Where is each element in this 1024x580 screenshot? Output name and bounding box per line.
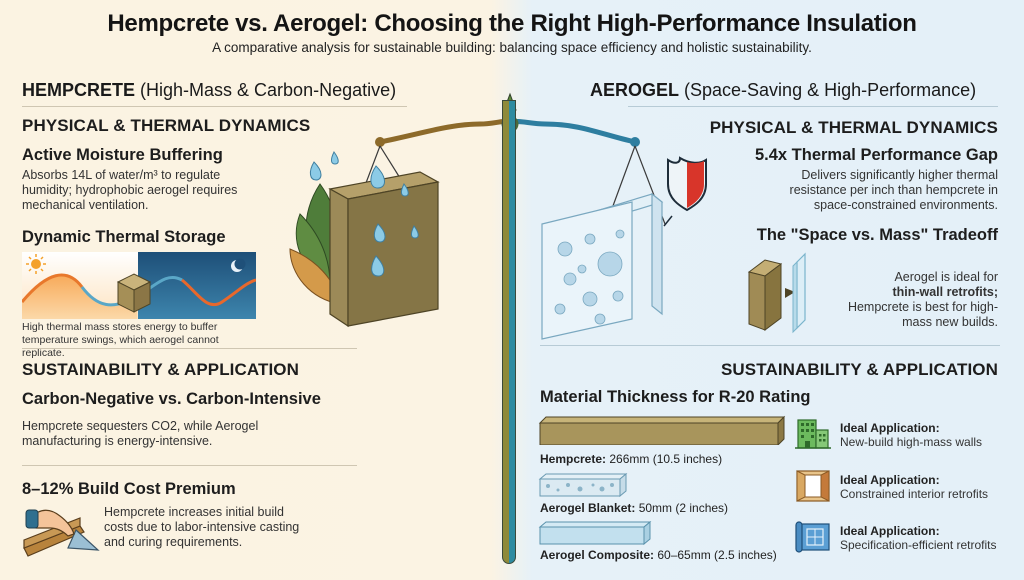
- application-label: Ideal Application:: [840, 473, 940, 487]
- aerogel-blanket-bar: [538, 472, 628, 498]
- hempcrete-thickness-label: Hempcrete: 266mm (10.5 inches): [540, 452, 722, 466]
- moon-icon: [231, 258, 246, 272]
- scale-pole: [502, 100, 516, 564]
- application-text: Specification-efficient retrofits: [840, 538, 997, 552]
- shield-icon: [663, 156, 707, 227]
- divider: [22, 106, 407, 107]
- application-text: Constrained interior retrofits: [840, 487, 989, 501]
- hempcrete-heading: HEMPCRETE (High-Mass & Carbon-Negative): [22, 80, 396, 101]
- doorway-icon: [795, 469, 831, 503]
- thermal-storage-text: High thermal mass stores energy to buffe…: [22, 321, 219, 359]
- aerogel-sustainability-section-title: SUSTAINABILITY & APPLICATION: [720, 360, 998, 379]
- hempcrete-cube-icon: [116, 273, 152, 313]
- material-name: Hempcrete:: [540, 452, 607, 466]
- hempcrete-thickness-bar: [538, 415, 788, 447]
- cost-premium-title: 8–12% Build Cost Premium: [22, 480, 236, 498]
- aerogel-composite-bar: [538, 520, 653, 546]
- thermal-gap-text: Delivers significantly higher thermal re…: [789, 168, 998, 212]
- block-vs-panel-icon: [745, 250, 825, 335]
- aerogel-composite-label: Aerogel Composite: 60–65mm (2.5 inches): [540, 548, 777, 562]
- space-mass-text: Aerogel is ideal for thin-wall retrofits…: [838, 270, 998, 330]
- aerogel-heading: AEROGEL (Space-Saving & High-Performance…: [590, 80, 976, 101]
- space-mass-text-1: Aerogel is ideal for: [894, 270, 998, 284]
- cost-premium-text: Hempcrete increases initial build costs …: [104, 505, 300, 549]
- application-label: Ideal Application:: [840, 421, 940, 435]
- page-title: Hempcrete vs. Aerogel: Choosing the Righ…: [107, 10, 917, 37]
- material-name: Aerogel Composite:: [540, 548, 655, 562]
- moisture-buffering-title: Active Moisture Buffering: [22, 146, 223, 164]
- building-icon: [795, 418, 831, 450]
- blueprint-icon: [795, 521, 831, 553]
- sun-icon: [26, 254, 46, 274]
- trowel-hand-icon: [20, 500, 100, 560]
- leaf-icon: [289, 183, 341, 305]
- hempcrete-sustainability-section-title: SUSTAINABILITY & APPLICATION: [22, 360, 300, 379]
- aerogel-heading-rest: (Space-Saving & High-Performance): [679, 80, 977, 100]
- application-item: Ideal Application: Constrained interior …: [840, 473, 988, 501]
- hempcrete-block-icon: [328, 171, 440, 328]
- hempcrete-heading-bold: HEMPCRETE: [22, 80, 136, 100]
- hempcrete-physical-section-title: PHYSICAL & THERMAL DYNAMICS: [22, 116, 311, 135]
- aerogel-heading-bold: AEROGEL: [590, 80, 680, 100]
- space-mass-text-2: Hempcrete is best for high-mass new buil…: [847, 300, 998, 329]
- day-night-thermal-graphic: [22, 252, 256, 319]
- application-item: Ideal Application: New-build high-mass w…: [840, 421, 982, 449]
- space-mass-title: The "Space vs. Mass" Tradeoff: [756, 226, 998, 244]
- application-text: New-build high-mass walls: [840, 435, 983, 449]
- aerogel-blanket-label: Aerogel Blanket: 50mm (2 inches): [540, 501, 728, 515]
- material-value: 60–65mm (2.5 inches): [654, 548, 777, 562]
- carbon-title: Carbon-Negative vs. Carbon-Intensive: [22, 390, 321, 408]
- thermal-gap-title: 5.4x Thermal Performance Gap: [754, 146, 998, 164]
- moisture-buffering-text: Absorbs 14L of water/m³ to regulate humi…: [22, 168, 238, 212]
- aerogel-block-icon: [541, 192, 664, 340]
- space-mass-text-bold: thin-wall retrofits;: [892, 285, 998, 299]
- divider: [22, 465, 357, 466]
- hempcrete-heading-rest: (High-Mass & Carbon-Negative): [135, 80, 397, 100]
- divider: [22, 348, 357, 349]
- balance-scale-illustration: [280, 64, 740, 344]
- water-drop-icon: [309, 151, 419, 277]
- divider: [628, 106, 998, 107]
- material-value: 50mm (2 inches): [635, 501, 729, 515]
- application-label: Ideal Application:: [840, 524, 940, 538]
- aerogel-physical-section-title: PHYSICAL & THERMAL DYNAMICS: [709, 118, 998, 137]
- material-value: 266mm (10.5 inches): [606, 452, 723, 466]
- carbon-text: Hempcrete sequesters CO2, while Aerogel …: [22, 419, 259, 448]
- divider: [540, 345, 1000, 346]
- thickness-title: Material Thickness for R-20 Rating: [540, 388, 811, 406]
- thermal-storage-title: Dynamic Thermal Storage: [22, 228, 226, 246]
- material-name: Aerogel Blanket:: [540, 501, 636, 515]
- application-item: Ideal Application: Specification-efficie…: [840, 524, 997, 552]
- page-subtitle: A comparative analysis for sustainable b…: [212, 40, 812, 55]
